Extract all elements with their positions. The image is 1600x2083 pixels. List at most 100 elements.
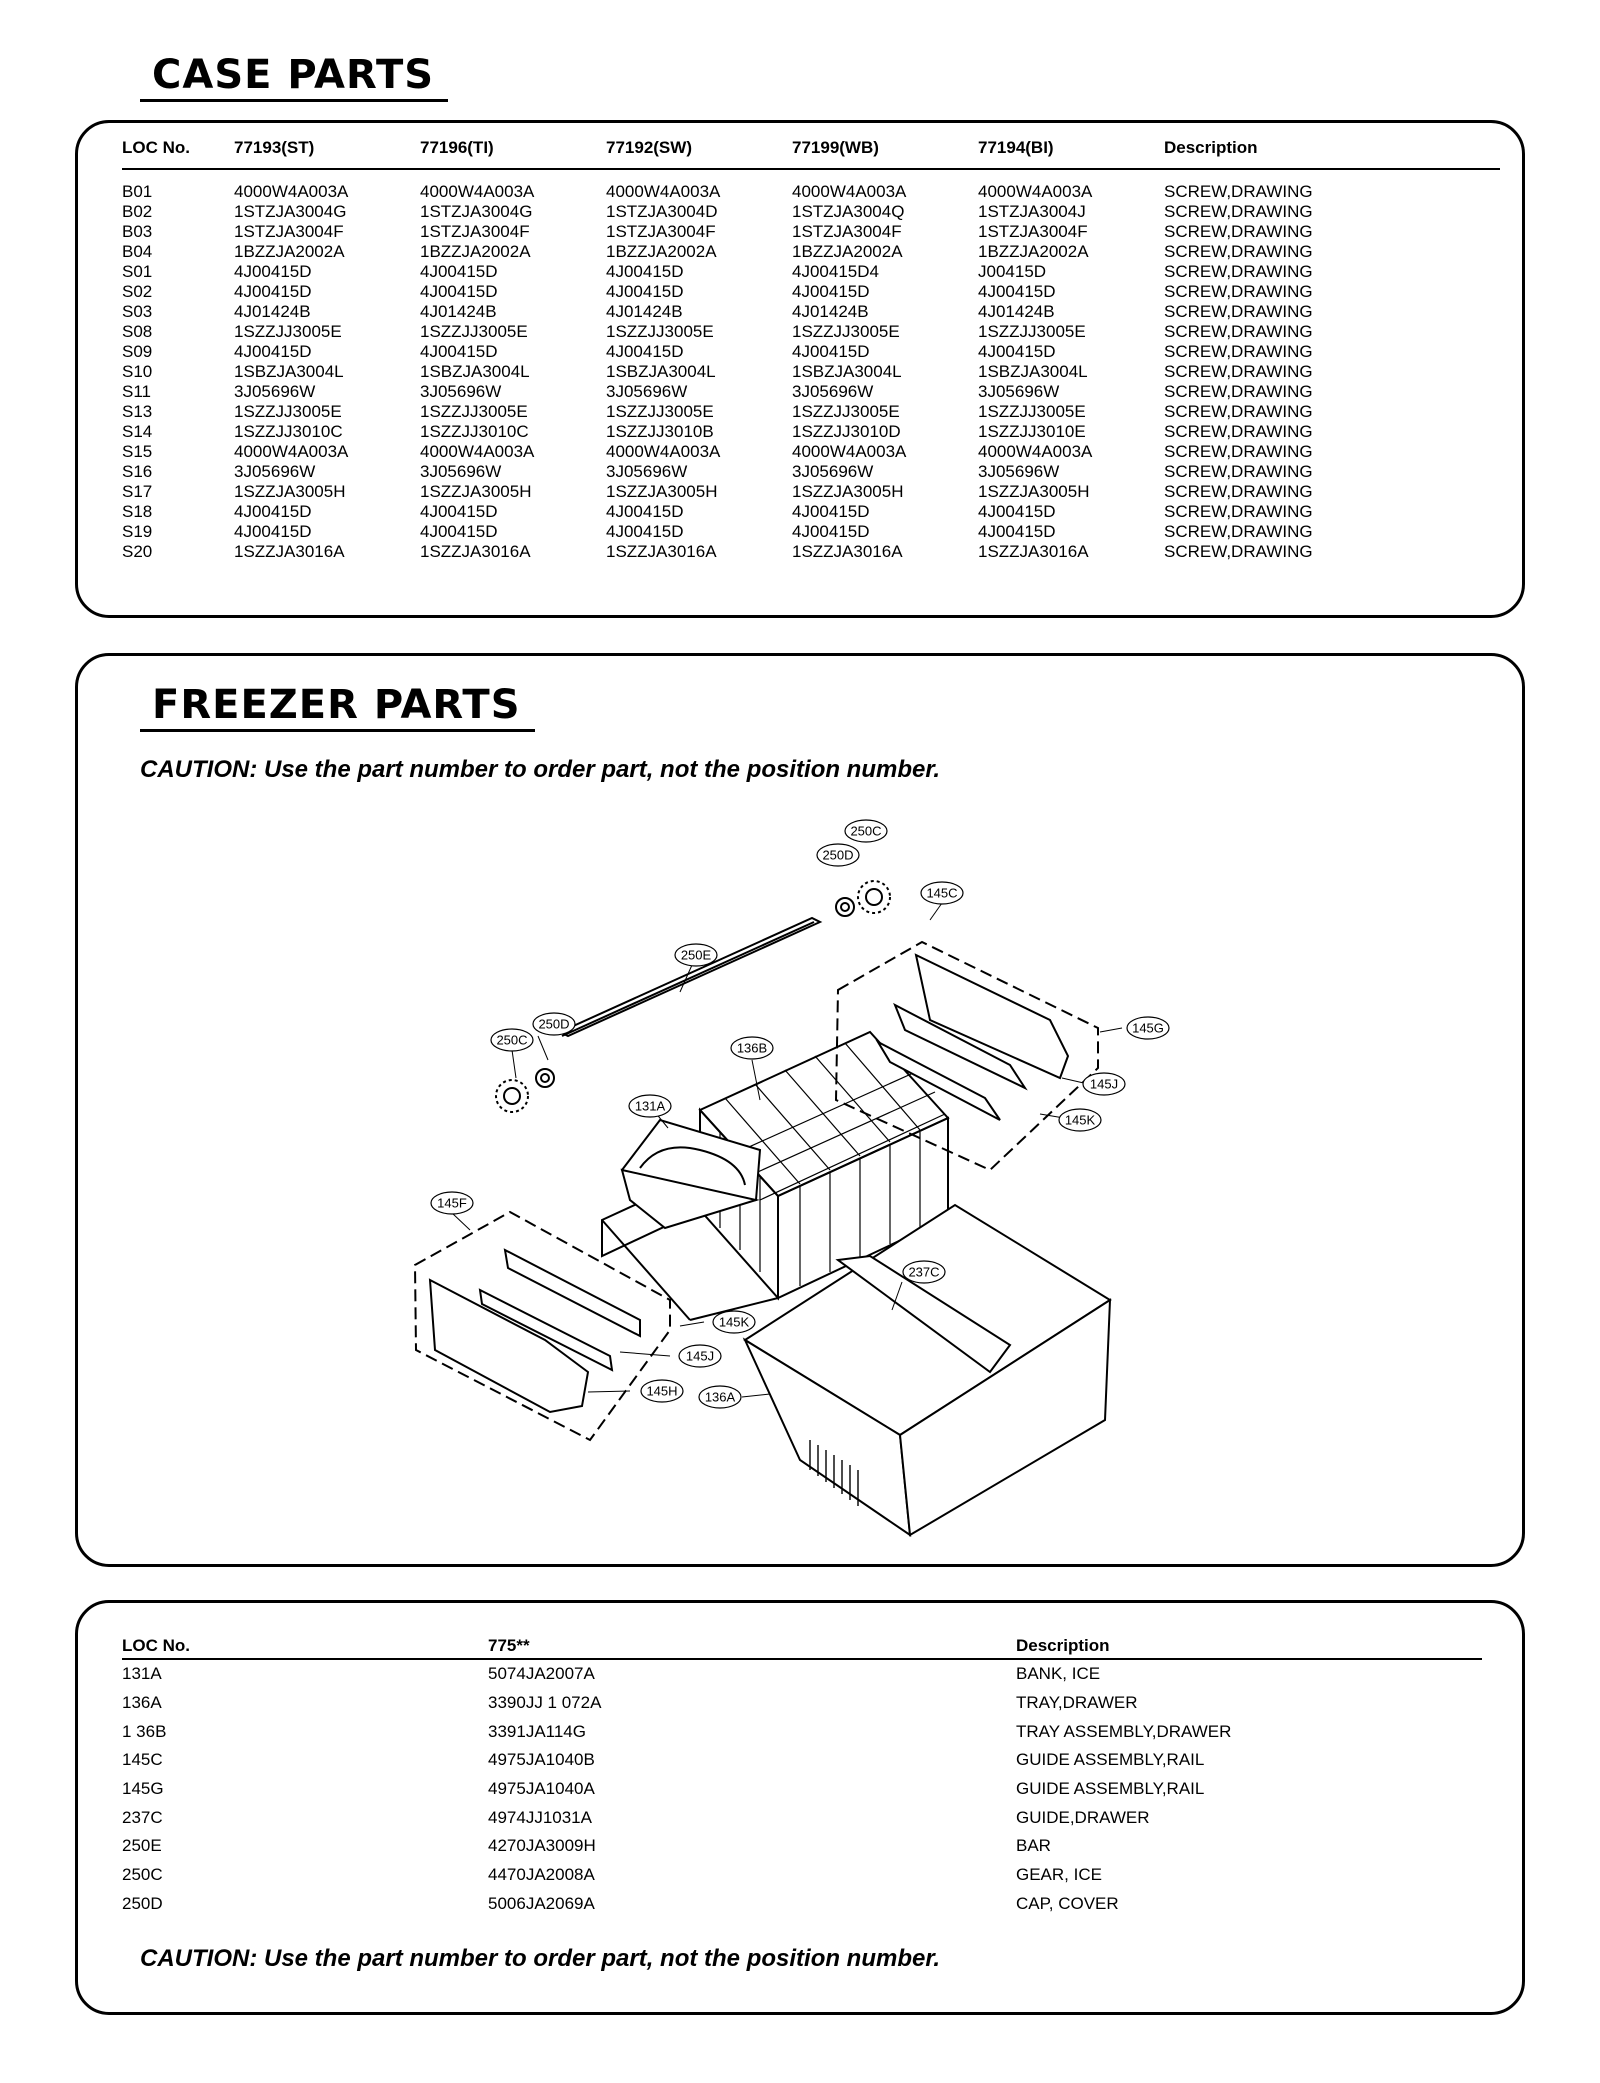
table-cell: 1SBZJA3004L	[234, 362, 344, 381]
table-cell: S18	[122, 502, 153, 521]
callout-label: 145C	[920, 881, 964, 905]
freezer-parts-panel	[75, 653, 1525, 1567]
table-cell: CAP, COVER	[1016, 1893, 1119, 1913]
table-cell: 4000W4A003A	[978, 182, 1093, 201]
col-header: LOC No.	[122, 1636, 488, 1660]
table-cell: 1 36B	[122, 1721, 167, 1741]
table-cell: 1BZZJA2002A	[792, 242, 903, 261]
table-cell: 4J00415D	[792, 342, 870, 361]
table-cell: 4J00415D	[420, 282, 498, 301]
table-cell: 131A	[122, 1664, 162, 1684]
col-header: Description	[1164, 138, 1500, 170]
table-cell: S11	[122, 382, 151, 401]
table-cell: 1STZJA3004F	[978, 222, 1088, 241]
callout-label: 250E	[674, 943, 718, 967]
table-cell: 4J00415D	[792, 522, 870, 541]
table-cell: 4J00415D	[978, 282, 1056, 301]
table-cell: SCREW,DRAWING	[1164, 522, 1313, 541]
callout-label: 250D	[532, 1012, 576, 1036]
table-cell: 1BZZJA2002A	[234, 242, 345, 261]
callout-label: 250D	[816, 843, 860, 867]
table-cell: SCREW,DRAWING	[1164, 302, 1313, 321]
table-cell: 1SBZJA3004L	[978, 362, 1088, 381]
table-cell: 1SZZJJ3005E	[234, 402, 342, 421]
table-cell: 1BZZJA2002A	[978, 242, 1089, 261]
table-cell: SCREW,DRAWING	[1164, 242, 1313, 261]
col-header: 77192(SW)	[606, 138, 792, 170]
table-cell: 136A	[122, 1693, 162, 1713]
table-cell: SCREW,DRAWING	[1164, 362, 1313, 381]
freezer-caution-note: CAUTION: Use the part number to order pa…	[140, 756, 941, 783]
callout-label: 145K	[1058, 1108, 1102, 1132]
table-cell: 4975JA1040B	[488, 1750, 595, 1770]
table-cell: 145G	[122, 1779, 164, 1799]
col-header: Description	[1016, 1636, 1482, 1660]
table-cell: 4975JA1040A	[488, 1779, 595, 1799]
table-cell: B03	[122, 222, 153, 241]
col-header: 77199(WB)	[792, 138, 978, 170]
table-cell: 1SZZJJ3010C	[420, 422, 529, 441]
table-cell: S08	[122, 322, 153, 341]
freezer-table-header-row: LOC No. 775** Description	[122, 1636, 1482, 1660]
case-parts-header-row: LOC No. 77193(ST) 77196(TI) 77192(SW) 77…	[122, 138, 1500, 170]
table-cell: 4974JJ1031A	[488, 1807, 592, 1827]
callout-text: 145K	[1065, 1113, 1096, 1128]
table-cell: 1SZZJJ3005E	[420, 402, 528, 421]
bar-250e-part	[557, 916, 823, 1038]
col-header: LOC No.	[122, 138, 234, 170]
table-cell: S09	[122, 342, 153, 361]
diagram-callouts: 250C250D145C250E250D250C136B145G145J145K…	[430, 819, 1170, 1409]
col-header: 775**	[488, 1636, 1016, 1660]
table-cell: 4J00415D	[978, 522, 1056, 541]
table-cell: B02	[122, 202, 153, 221]
table-cell: 3391JA114G	[488, 1721, 586, 1741]
freezer-parts-title: FREEZER PARTS	[140, 682, 535, 732]
callout-text: 237C	[908, 1265, 939, 1280]
table-cell: 1SZZJJ3005E	[978, 322, 1086, 341]
case-parts-panel	[75, 120, 1525, 618]
table-cell: 3J05696W	[606, 462, 688, 481]
table-cell: 1SZZJA3016A	[420, 542, 531, 561]
table-cell: SCREW,DRAWING	[1164, 382, 1313, 401]
table-cell: GEAR, ICE	[1016, 1865, 1102, 1885]
table-cell: 1SZZJJ3010D	[792, 422, 901, 441]
table-cell: S15	[122, 442, 153, 461]
table-cell: S17	[122, 482, 153, 501]
table-cell: 1SZZJJ3005E	[978, 402, 1086, 421]
freezer-table-caution-note: CAUTION: Use the part number to order pa…	[140, 1945, 941, 1972]
table-cell: 1SZZJJ3005E	[606, 322, 714, 341]
callout-label: 145H	[640, 1379, 684, 1403]
table-cell: 1STZJA3004F	[606, 222, 716, 241]
table-cell: 4J01424B	[792, 302, 869, 321]
table-cell: 3390JJ 1 072A	[488, 1693, 602, 1713]
table-cell: 4J00415D	[606, 262, 684, 281]
table-cell: GUIDE ASSEMBLY,RAIL	[1016, 1750, 1205, 1770]
table-cell: 4J00415D	[234, 342, 312, 361]
callout-text: 250D	[538, 1017, 569, 1032]
table-cell: 4270JA3009H	[488, 1836, 596, 1856]
table-cell: 3J05696W	[420, 382, 502, 401]
callout-label: 131A	[628, 1094, 672, 1118]
table-cell: 4000W4A003A	[420, 442, 535, 461]
table-cell: SCREW,DRAWING	[1164, 222, 1313, 241]
table-cell: 4000W4A003A	[792, 182, 907, 201]
callout-label: 136A	[698, 1385, 742, 1409]
table-cell: SCREW,DRAWING	[1164, 282, 1313, 301]
rail-145f-group-part	[413, 1210, 671, 1442]
table-cell: 5006JA2069A	[488, 1893, 595, 1913]
case-parts-table: LOC No. 77193(ST) 77196(TI) 77192(SW) 77…	[122, 138, 1500, 562]
table-cell: 3J05696W	[978, 382, 1060, 401]
